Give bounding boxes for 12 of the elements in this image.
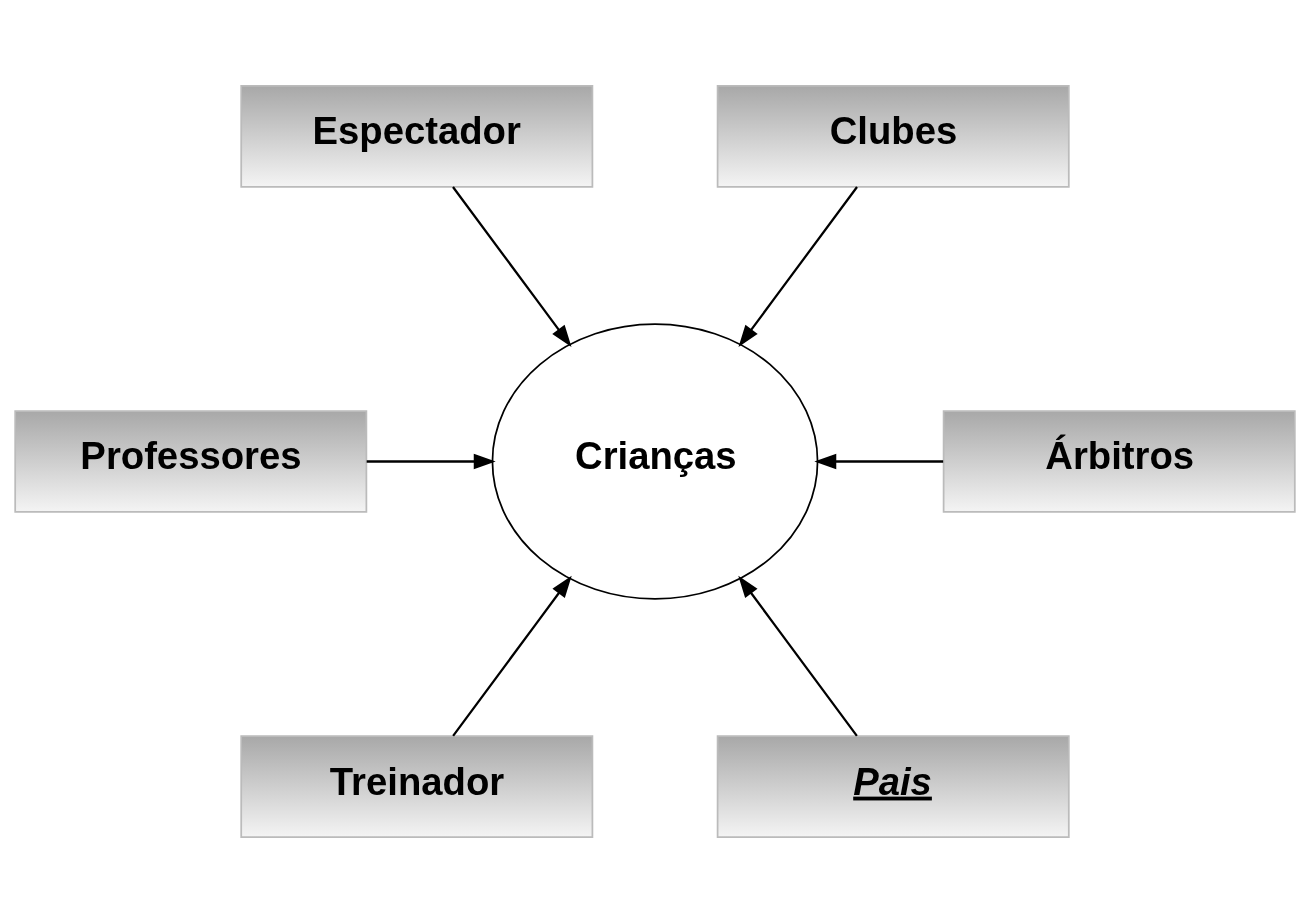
node-box: Professores — [14, 410, 368, 513]
node-box: Treinador — [240, 735, 594, 838]
arrow — [366, 453, 496, 470]
node-box: Árbitros — [942, 410, 1296, 513]
arrow — [452, 186, 572, 347]
node-box: Pais — [716, 735, 1070, 838]
node-box: Espectador — [240, 85, 594, 188]
arrow — [452, 575, 572, 737]
arrow — [738, 186, 858, 347]
arrow — [814, 453, 944, 470]
node-box: Clubes — [716, 85, 1070, 188]
arrow — [738, 575, 858, 737]
